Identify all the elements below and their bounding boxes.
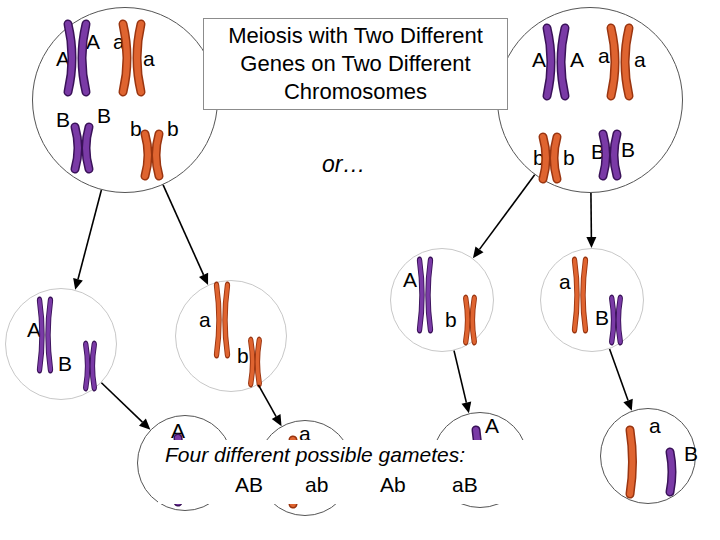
allele-label: b [130, 118, 142, 139]
arrow-line [258, 385, 276, 417]
arrow-connector [258, 385, 281, 426]
allele-label: a [559, 271, 571, 292]
allele-label: B [97, 105, 111, 126]
allele-label: a [649, 415, 661, 436]
chromosome [466, 299, 474, 341]
chromosome [145, 134, 159, 176]
allele-label: B [591, 141, 605, 162]
caption-box: Four different possible gametes: AB ab Ab aB [158, 440, 543, 504]
caption-text: Four different possible gametes: [165, 444, 465, 465]
cell-circle: AB [5, 288, 117, 400]
chromosome [420, 261, 431, 329]
allele-label: a [634, 49, 646, 70]
arrow-line [479, 175, 534, 250]
arrow-head [462, 401, 472, 413]
arrow-head [623, 399, 632, 411]
gamete-genotype: AB [235, 474, 263, 495]
arrow-connector [101, 383, 150, 430]
arrow-line [78, 190, 101, 279]
chromosome [612, 299, 620, 341]
or-label: or… [322, 153, 365, 176]
allele-label: B [56, 109, 70, 130]
gamete-genotype: ab [305, 474, 328, 495]
cell-circle: AAaabbBB [497, 7, 683, 193]
allele-label: b [445, 309, 457, 330]
allele-label: B [621, 139, 635, 160]
cell-circle: aB [600, 408, 696, 504]
chromosome [123, 24, 141, 92]
chromosome [68, 24, 86, 92]
allele-label: A [56, 48, 70, 69]
arrow-head [473, 246, 484, 258]
allele-label: A [570, 49, 584, 70]
chromosome [217, 286, 228, 354]
arrow-line [163, 185, 203, 275]
arrow-line [590, 193, 592, 237]
arrow-connector [73, 190, 101, 290]
allele-label: B [595, 307, 609, 328]
allele-label: b [237, 345, 249, 366]
chromosome [543, 137, 557, 179]
allele-label: b [533, 147, 545, 168]
arrow-line [610, 349, 628, 401]
cell-circle: Ab [390, 248, 494, 352]
chromosome [75, 127, 89, 169]
chromosome [86, 345, 94, 387]
chromosome [611, 28, 629, 96]
arrow-head [139, 419, 150, 430]
allele-label: a [598, 45, 610, 66]
gamete-genotype: Ab [380, 474, 406, 495]
allele-label: b [167, 118, 179, 139]
allele-label: A [171, 420, 185, 441]
allele-label: A [485, 415, 499, 436]
arrow-line [101, 383, 142, 422]
arrow-connector [610, 349, 633, 411]
chromatid [670, 452, 672, 492]
arrow-connector [454, 351, 471, 414]
allele-label: A [27, 319, 41, 340]
cell-circle: ab [175, 280, 287, 392]
title-box: Meiosis with Two Different Genes on Two … [203, 18, 508, 110]
allele-label: a [143, 48, 155, 69]
chromosome [575, 261, 586, 329]
allele-label: a [113, 31, 125, 52]
allele-label: B [684, 443, 698, 464]
chromosome [547, 28, 565, 96]
arrow-head [272, 414, 282, 426]
title-text: Meiosis with Two Different Genes on Two … [208, 22, 503, 106]
chromosome [251, 341, 259, 383]
allele-label: B [58, 353, 72, 374]
cell-circle: AAaaB Bb b [32, 7, 218, 193]
allele-label: a [199, 309, 211, 330]
cell-circle: aB [540, 248, 644, 352]
chromosome [40, 301, 51, 369]
chromatid [630, 430, 633, 494]
arrow-head [586, 237, 596, 248]
allele-label: b [563, 147, 575, 168]
allele-label: A [403, 269, 417, 290]
arrow-head [199, 273, 208, 285]
allele-label: A [532, 49, 546, 70]
gamete-genotype: aB [452, 474, 478, 495]
arrow-connector [586, 193, 596, 248]
chromosome [603, 134, 617, 176]
arrow-line [454, 351, 466, 403]
arrow-head [73, 278, 83, 290]
arrow-connector [473, 175, 535, 258]
allele-label: A [86, 31, 100, 52]
arrow-connector [163, 185, 208, 285]
